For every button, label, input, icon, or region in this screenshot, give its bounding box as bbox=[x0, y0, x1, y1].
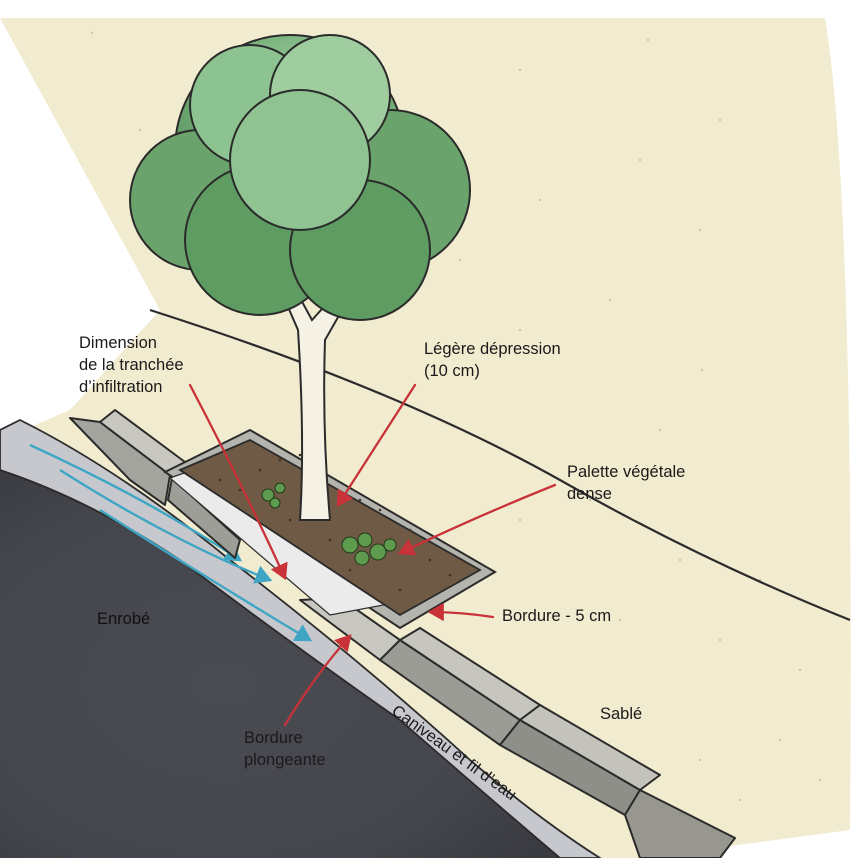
water-flow bbox=[29, 443, 313, 642]
label-dense-plant-palette: Palette végétale dense bbox=[567, 461, 685, 505]
sidewalk-edge-line bbox=[149, 308, 851, 622]
label-light-depression: Légère dépression (10 cm) bbox=[424, 338, 561, 382]
arrow-bordure5 bbox=[427, 602, 495, 622]
planting-soil bbox=[178, 438, 482, 617]
label-palette-line1: Palette végétale bbox=[567, 463, 686, 481]
arrow-bordure-plongeante bbox=[283, 634, 352, 727]
label-enrobe: Enrobé bbox=[97, 610, 151, 628]
label-palette-line2: dense bbox=[567, 485, 612, 503]
dense-plants bbox=[261, 482, 397, 566]
label-dimension-trench: Dimension de la tranchée d’infiltration bbox=[79, 332, 184, 398]
label-depression-line2: (10 cm) bbox=[424, 362, 480, 380]
annotation-arrows bbox=[188, 383, 557, 727]
label-bordure-plongeante-line1: Bordure bbox=[244, 729, 303, 747]
arrow-palette bbox=[397, 483, 557, 556]
asphalt-road bbox=[0, 470, 560, 858]
label-depression-line1: Légère dépression bbox=[424, 340, 561, 358]
label-dimension-line3: d’infiltration bbox=[79, 378, 163, 396]
label-bordure-plongeante: Bordure plongeante bbox=[244, 727, 326, 771]
arrow-depression bbox=[336, 383, 417, 507]
label-dimension-line2: de la tranchée bbox=[79, 356, 184, 374]
label-dimension-line1: Dimension bbox=[79, 334, 157, 352]
label-bordure-plongeante-line2: plongeante bbox=[244, 751, 326, 769]
label-sable: Sablé bbox=[600, 705, 643, 723]
arrow-dimension bbox=[188, 383, 288, 581]
label-bordure-5cm: Bordure - 5 cm bbox=[502, 607, 612, 625]
tree-trunk bbox=[283, 296, 347, 521]
tree-canopy bbox=[129, 34, 471, 321]
curb-stones bbox=[69, 409, 736, 858]
sand-speckles bbox=[28, 31, 822, 802]
